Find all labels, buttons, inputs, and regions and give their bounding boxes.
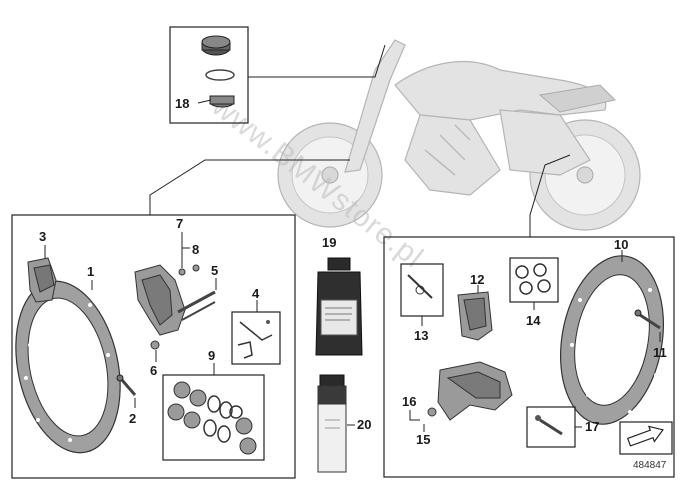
o-ring-set-icon bbox=[515, 263, 551, 295]
pin-clip-icon bbox=[407, 274, 433, 299]
callout-20: 20 bbox=[357, 417, 371, 432]
callout-13: 13 bbox=[414, 328, 428, 343]
box-item-14 bbox=[509, 257, 559, 303]
box-item-4 bbox=[231, 311, 281, 365]
callout-11: 11 bbox=[653, 345, 667, 360]
brake-disc-icon-rear bbox=[559, 255, 665, 425]
callout-6: 6 bbox=[150, 363, 157, 378]
reservoir-cap-icon bbox=[201, 35, 235, 108]
brake-pad-icon-front bbox=[27, 257, 57, 303]
watermark: www.BMWstore.pl bbox=[205, 89, 430, 275]
callout-10: 10 bbox=[614, 237, 628, 252]
spray-can-icon bbox=[317, 374, 347, 473]
callout-17: 17 bbox=[585, 419, 599, 434]
piston-seal-set-icon bbox=[167, 381, 257, 455]
brake-disc-icon-front bbox=[15, 280, 121, 454]
brake-caliper-icon-rear bbox=[427, 361, 513, 421]
callout-4: 4 bbox=[252, 286, 260, 301]
callout-15: 15 bbox=[416, 432, 430, 447]
motorcycle-illustration bbox=[277, 39, 641, 231]
callout-18: 18 bbox=[175, 96, 189, 111]
reference-number: 484847 bbox=[633, 460, 667, 471]
brake-pad-icon-rear bbox=[457, 291, 493, 341]
callout-12: 12 bbox=[470, 272, 484, 287]
bolt-icon-11 bbox=[634, 309, 661, 330]
arrow-icon bbox=[626, 425, 664, 447]
callout-1: 1 bbox=[87, 264, 94, 279]
callout-9: 9 bbox=[208, 348, 215, 363]
callout-16: 16 bbox=[402, 394, 416, 409]
bolt-icon-2 bbox=[116, 374, 137, 396]
callout-8: 8 bbox=[192, 242, 199, 257]
callout-2: 2 bbox=[129, 411, 136, 426]
callout-5: 5 bbox=[211, 263, 218, 278]
callout-14: 14 bbox=[526, 313, 541, 328]
spring-clip-icon bbox=[237, 320, 273, 359]
box-item-18 bbox=[169, 26, 249, 124]
callout-19: 19 bbox=[322, 235, 336, 250]
brake-caliper-icon-front bbox=[134, 264, 216, 350]
box-rear-brake bbox=[383, 236, 675, 478]
arrow-icon-box bbox=[619, 421, 673, 455]
brake-fluid-bottle-icon bbox=[315, 257, 363, 356]
callout-7: 7 bbox=[176, 216, 183, 231]
box-front-brake bbox=[11, 214, 296, 479]
bleeder-valve-icon bbox=[535, 415, 563, 436]
callout-3: 3 bbox=[39, 229, 46, 244]
